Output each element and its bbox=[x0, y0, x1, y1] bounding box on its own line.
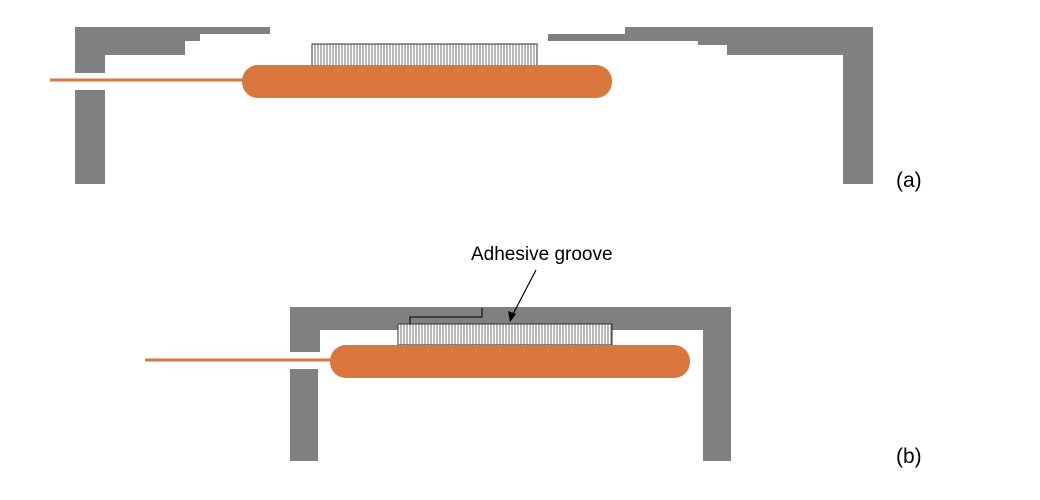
housing-b-left-wall-upper bbox=[290, 307, 320, 352]
adhesive-block-b bbox=[397, 323, 613, 346]
fiber-body-b bbox=[330, 345, 690, 378]
panel-a-label: (a) bbox=[896, 169, 922, 192]
panel-b-label: (b) bbox=[896, 445, 922, 468]
panel-b: Adhesive groove (b) bbox=[145, 244, 922, 468]
housing-a bbox=[75, 27, 873, 184]
housing-a-left-top-step3 bbox=[75, 41, 185, 55]
adhesive-block-a bbox=[311, 43, 538, 67]
housing-a-right-top-step2 bbox=[625, 27, 873, 41]
adhesive-groove-label: Adhesive groove bbox=[471, 244, 613, 265]
housing-a-left-top-step1 bbox=[75, 27, 270, 34]
housing-b-right-wall bbox=[703, 307, 731, 461]
adhesive-groove-bracket bbox=[409, 308, 483, 324]
adhesive-groove-arrow bbox=[511, 269, 537, 317]
housing-a-left-wall-lower bbox=[75, 90, 105, 184]
housing-b-left-wall-lower bbox=[290, 369, 318, 461]
adhesive-groove-arrowhead bbox=[508, 311, 516, 322]
fiber-body-a bbox=[242, 65, 612, 98]
housing-a-right-top-step4 bbox=[727, 41, 873, 55]
panel-a: (a) bbox=[50, 27, 922, 192]
housing-a-left-top-step2 bbox=[75, 34, 200, 41]
